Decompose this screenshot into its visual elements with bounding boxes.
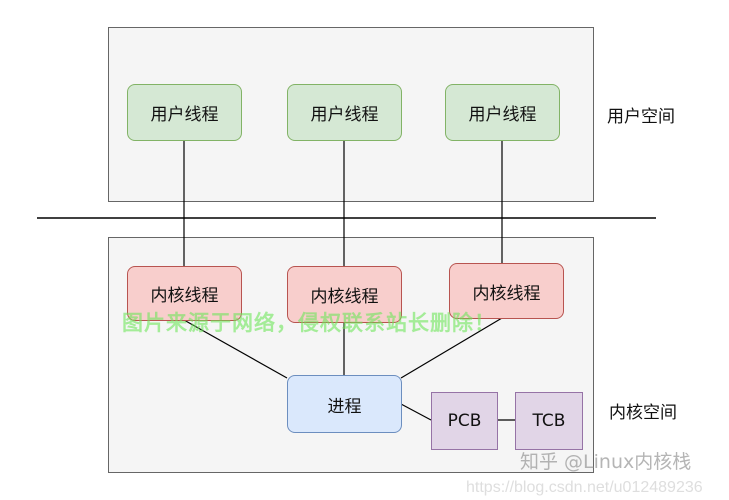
process-label: 进程 bbox=[327, 396, 362, 417]
user-thread-1: 用户线程 bbox=[127, 84, 242, 141]
user-thread-2: 用户线程 bbox=[287, 84, 402, 141]
kernel-space-label: 内核空间 bbox=[609, 403, 677, 423]
kernel-thread-label: 内核线程 bbox=[150, 286, 219, 306]
link-kernel1-process bbox=[183, 319, 288, 379]
url-watermark: https://blog.csdn.net/u012489236 bbox=[466, 479, 703, 496]
kernel-thread-label: 内核线程 bbox=[472, 283, 541, 304]
user-thread-label: 用户线程 bbox=[150, 105, 219, 125]
link-process-pcb bbox=[400, 403, 432, 421]
user-space-label: 用户空间 bbox=[607, 107, 675, 127]
user-thread-3: 用户线程 bbox=[445, 84, 560, 141]
kernel-thread-2: 内核线程 bbox=[287, 266, 402, 323]
pcb-label: PCB bbox=[447, 411, 482, 431]
kernel-thread-3: 内核线程 bbox=[449, 263, 564, 319]
kernel-thread-1: 内核线程 bbox=[127, 266, 242, 321]
zhihu-watermark: 知乎 @Linux内核栈 bbox=[520, 451, 692, 473]
kernel-thread-label: 内核线程 bbox=[310, 287, 379, 307]
user-thread-label: 用户线程 bbox=[310, 105, 379, 125]
user-thread-label: 用户线程 bbox=[468, 105, 537, 125]
tcb-node: TCB bbox=[515, 392, 583, 450]
tcb-label: TCB bbox=[532, 411, 566, 431]
process-node: 进程 bbox=[287, 375, 402, 433]
pcb-node: PCB bbox=[431, 392, 498, 450]
link-kernel3-process bbox=[400, 317, 503, 379]
copyright-watermark: 图片来源于网络，侵权联系站长删除！ bbox=[122, 311, 496, 335]
